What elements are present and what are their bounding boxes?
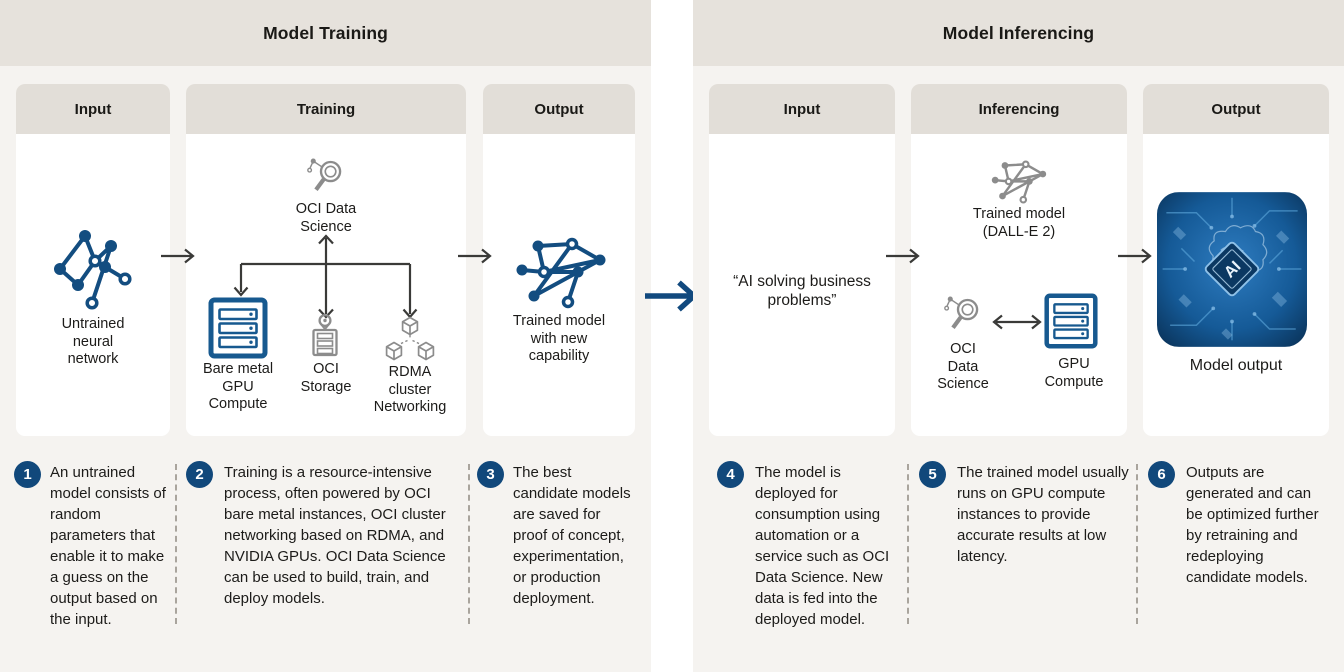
input-to-inferencing-arrow-icon (886, 248, 920, 264)
inference-input-prompt: “AI solving business problems” (733, 273, 871, 309)
bare-metal-gpu-server-icon (208, 297, 268, 359)
rdma-cluster-networking-icon (385, 316, 435, 361)
oci-data-science-icon (306, 156, 346, 198)
oci-storage-label: OCI Storage (300, 361, 352, 395)
inferencing-input-column-header: Input (709, 84, 895, 134)
trained-model-icon (516, 237, 606, 309)
untrained-neural-network-icon (52, 228, 132, 310)
rdma-cluster-label: RDMA cluster Networking (373, 364, 447, 415)
inferencing-process-column-header: Inferencing (911, 84, 1127, 134)
inferencing-output-column-header: Output (1143, 84, 1329, 134)
gpu-compute-label: GPU Compute (1044, 356, 1104, 390)
bare-metal-gpu-label: Bare metal GPU Compute (202, 361, 274, 412)
note-2-badge: 2 (186, 461, 213, 488)
note-3-badge: 3 (477, 461, 504, 488)
inferencing-to-output-arrow-icon (1118, 248, 1152, 264)
note-3-text: The best candidate models are saved for … (513, 464, 631, 607)
input-to-training-arrow-icon (161, 248, 195, 264)
note-4-text: The model is deployed for consumption us… (755, 464, 890, 628)
note-4-badge: 4 (717, 461, 744, 488)
note-2-text: Training is a resource-intensive process… (224, 464, 446, 607)
model-training-panel: Model Training Input Training Output Unt… (0, 0, 651, 672)
note-6-text: Outputs are generated and can be optimiz… (1186, 464, 1319, 586)
inferencing-panel-title: Model Inferencing (942, 22, 1095, 43)
note-1-badge: 1 (14, 461, 41, 488)
note-6-badge: 6 (1148, 461, 1175, 488)
note-5-text: The trained model usually runs on GPU co… (957, 464, 1129, 565)
oci-data-science-icon (943, 294, 983, 336)
inferencing-process-column: Inferencing (911, 84, 1127, 436)
note-divider (175, 464, 177, 624)
note-5-badge: 5 (919, 461, 946, 488)
note-divider (907, 464, 909, 624)
training-process-column-header: Training (186, 84, 466, 134)
training-output-column-header: Output (483, 84, 635, 134)
training-input-column: Input (16, 84, 170, 436)
training-panel-title: Model Training (263, 22, 388, 43)
training-input-column-header: Input (16, 84, 170, 134)
bidirectional-arrow-icon (992, 314, 1042, 330)
note-divider (468, 464, 470, 624)
inferencing-input-column: Input (709, 84, 895, 436)
note-divider (1136, 464, 1138, 624)
training-to-output-arrow-icon (458, 248, 492, 264)
trained-model-dalle-icon (991, 160, 1047, 204)
inferencing-header-band: Model Inferencing (693, 0, 1344, 66)
trained-model-dalle-label: Trained model (DALL-E 2) (972, 206, 1066, 240)
oci-data-science-label: OCI Data Science (295, 201, 357, 235)
gpu-compute-server-icon (1044, 292, 1098, 350)
model-output-label: Model output (1189, 357, 1283, 374)
untrained-network-label: Untrained neural network (61, 316, 125, 367)
note-1-text: An untrained model consists of random pa… (50, 464, 166, 628)
inference-data-science-label: OCI Data Science (937, 341, 989, 392)
trained-model-label: Trained model with new capability (512, 313, 606, 364)
model-inferencing-panel: Model Inferencing Input Inferencing Outp… (693, 0, 1344, 672)
model-output-image: AI (1157, 192, 1307, 347)
oci-storage-icon (312, 313, 338, 357)
training-header-band: Model Training (0, 0, 651, 66)
